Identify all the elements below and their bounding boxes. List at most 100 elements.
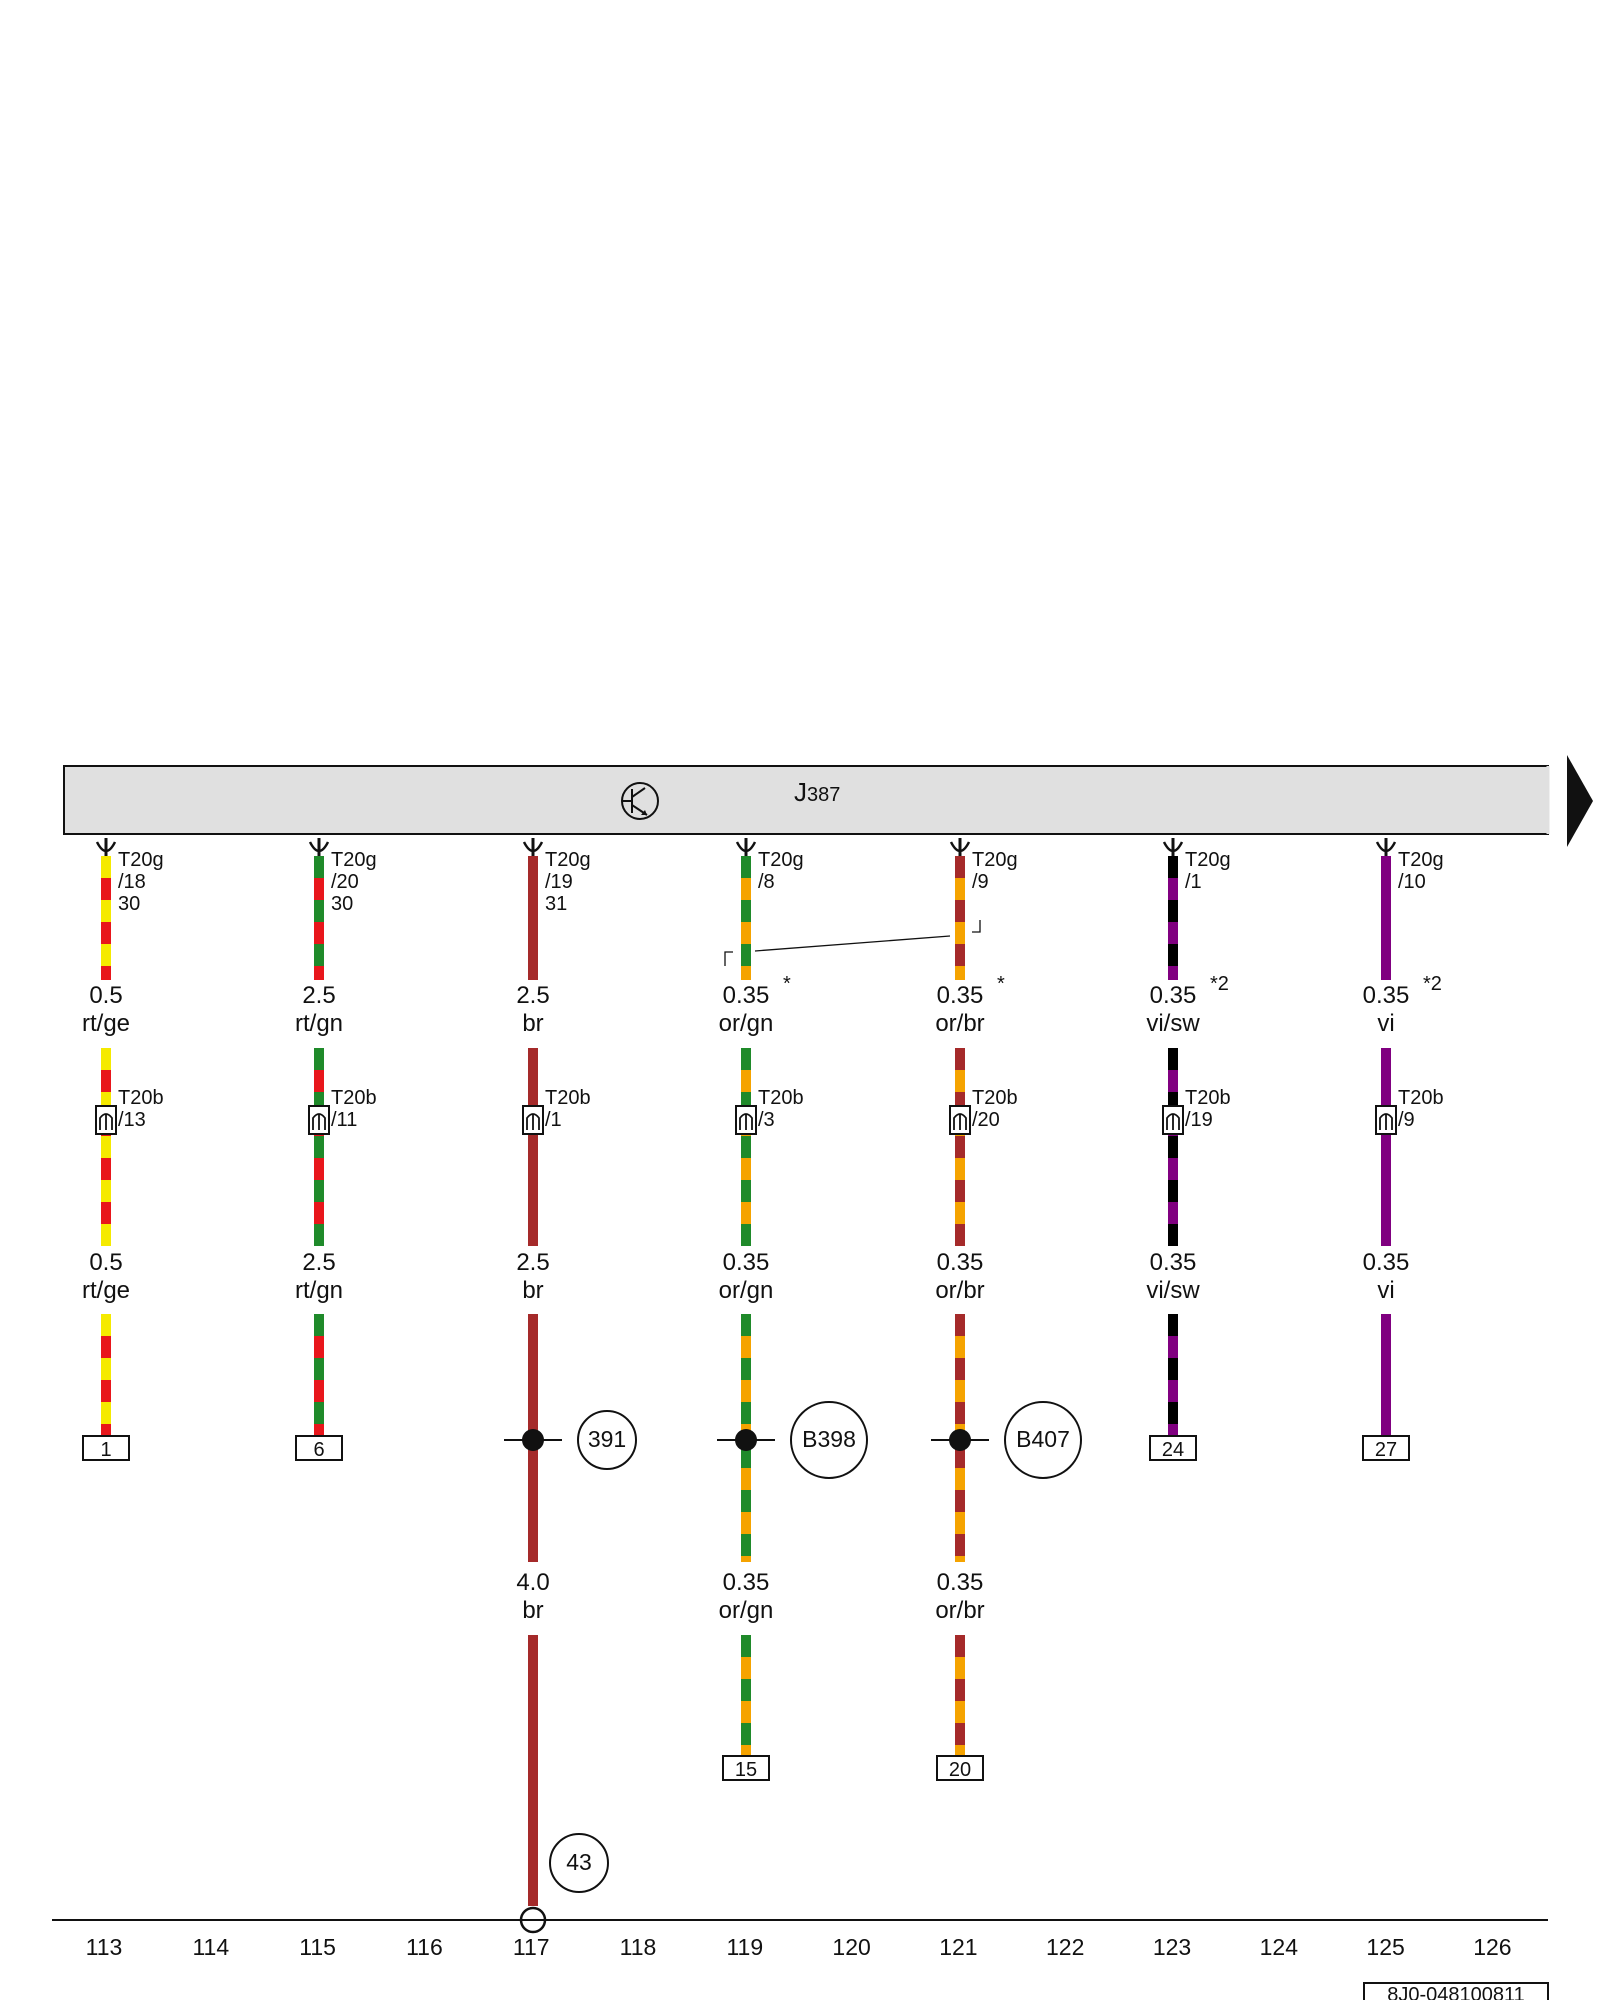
wire-segment-top-segment [528, 922, 538, 944]
wire-segment-top-segment [955, 922, 965, 944]
wire-segment-end-segment [955, 1657, 965, 1679]
wire-segment-ground [528, 1635, 538, 1906]
wire-segment-end-segment [955, 1701, 965, 1723]
wire-segment-ground-segment [528, 1833, 538, 1855]
wire-segment-lower-segment [1381, 1380, 1391, 1402]
wire-segment-middle-segment [1381, 1092, 1391, 1114]
wire-segment-lower-segment [101, 1358, 111, 1380]
pin-mid-connector: T20b [118, 1087, 164, 1109]
wire-segment-top-segment [101, 878, 111, 900]
wire-segment-middle-segment [314, 1070, 324, 1092]
wire-segment-end [955, 1635, 965, 1756]
wire-size-label: 2.5 [516, 982, 549, 1009]
continuation-box [722, 1755, 770, 1781]
wire-segment-top-segment [1168, 856, 1178, 878]
wire-segment-lower-segment [1168, 1380, 1178, 1402]
wire-segment-top-segment [528, 856, 538, 878]
wire-segment-middle-segment [101, 1070, 111, 1092]
wire-segment-top-segment [314, 878, 324, 900]
wire-segment-middle-segment [101, 1202, 111, 1224]
wire-size-label: 2.5 [516, 1249, 549, 1276]
wire-segment-end-segment [741, 1657, 751, 1679]
component-label-suffix: 387 [807, 784, 840, 806]
wire-segment-top-segment [1168, 966, 1178, 980]
pin-mid-number: /19 [1185, 1109, 1213, 1131]
pin-mid-connector: T20b [1398, 1087, 1444, 1109]
inline-connector-icon [735, 1105, 757, 1135]
wire-segment-end-segment [955, 1745, 965, 1756]
wire-segment-lower-segment [955, 1314, 965, 1336]
pin-mid-number: /20 [972, 1109, 1000, 1131]
pin-connector-icon [1375, 838, 1397, 858]
pin-top-number: /19 [545, 871, 573, 893]
scale-number: 117 [513, 1934, 550, 1960]
scale-number: 123 [1153, 1934, 1191, 1960]
pin-top-terminal: 30 [118, 893, 140, 915]
splice-point [504, 1429, 562, 1451]
wire-segment-middle [741, 1048, 751, 1246]
wire-segment-lower-segment [1168, 1336, 1178, 1358]
pin-mid-number: /11 [331, 1109, 357, 1131]
wire-segment-middle-segment [741, 1136, 751, 1158]
wire-segment-top-segment [101, 944, 111, 966]
wire-segment-lower [741, 1314, 751, 1562]
wire-4: T20g/80.35or/gn*T20b/30.35or/gnB3980.35o… [717, 838, 868, 1781]
wire-segment-top-segment [314, 922, 324, 944]
continuation-box [936, 1755, 984, 1781]
wire-segment-lower-segment [314, 1424, 324, 1436]
wire-color-label: vi [1377, 1010, 1394, 1037]
wire-segment-middle-segment [528, 1158, 538, 1180]
wire-segment-ground-segment [528, 1855, 538, 1877]
wire-segment-end-segment [955, 1679, 965, 1701]
wire-segment-top-segment [314, 944, 324, 966]
wire-segment-lower-segment [314, 1358, 324, 1380]
wire-segment-lower-segment [955, 1402, 965, 1424]
wire-segment-lower-segment [1168, 1402, 1178, 1424]
wire-segment-middle-segment [1168, 1048, 1178, 1070]
wire-segment-middle-segment [528, 1048, 538, 1070]
wire-segment-top-segment [314, 966, 324, 980]
wire-color-label: or/br [935, 1597, 984, 1624]
wire-color-label: or/br [935, 1277, 984, 1304]
wire-size-label: 0.35 [723, 1249, 770, 1276]
wire-segment-middle-segment [955, 1136, 965, 1158]
wire-size-label: 0.35 [1363, 982, 1410, 1009]
wire-segment-lower-segment [101, 1402, 111, 1424]
wire-segment-ground-segment [528, 1701, 538, 1723]
wire-segment-middle-segment [101, 1092, 111, 1114]
pin-top-number: /8 [758, 871, 775, 893]
wire-segment-lower-segment [1381, 1336, 1391, 1358]
wire-segment-lower-segment [528, 1314, 538, 1336]
wire-note-label: *2 [1423, 973, 1442, 995]
wire-segment-middle-segment [955, 1048, 965, 1070]
wire-segment-middle-segment [955, 1224, 965, 1246]
continuation-label: 27 [1375, 1439, 1397, 1461]
splice-reference-circle [790, 1401, 868, 1479]
wire-size-label: 0.35 [1363, 1249, 1410, 1276]
wire-segment-lower-segment [1381, 1402, 1391, 1424]
wire-segment-middle [1168, 1048, 1178, 1246]
wire-segment-middle-segment [741, 1092, 751, 1114]
wire-segment-top-segment [1381, 944, 1391, 966]
wire-color-label: rt/gn [295, 1277, 343, 1304]
component-label-name: J [794, 777, 807, 807]
next-page-arrow-icon[interactable] [1567, 755, 1593, 847]
wire-segment-ground-segment [528, 1899, 538, 1906]
wire-color-label: vi/sw [1146, 1010, 1200, 1037]
continuation-box [1149, 1435, 1197, 1461]
splice-reference-circle [577, 1410, 637, 1470]
wire-segment-lower-segment [1381, 1358, 1391, 1380]
wire-color-label: rt/gn [295, 1010, 343, 1037]
wire-segment-middle-segment [955, 1180, 965, 1202]
wire-segment-lower-segment [528, 1336, 538, 1358]
wire-segment-lower-segment [101, 1336, 111, 1358]
pin-mid-connector: T20b [758, 1087, 804, 1109]
wire-segment-lower-segment [741, 1314, 751, 1336]
scale-number: 114 [192, 1934, 229, 1960]
wire-segment-lower-segment [741, 1468, 751, 1490]
pin-mid-number: /13 [118, 1109, 146, 1131]
wire-segment-middle-segment [314, 1224, 324, 1246]
